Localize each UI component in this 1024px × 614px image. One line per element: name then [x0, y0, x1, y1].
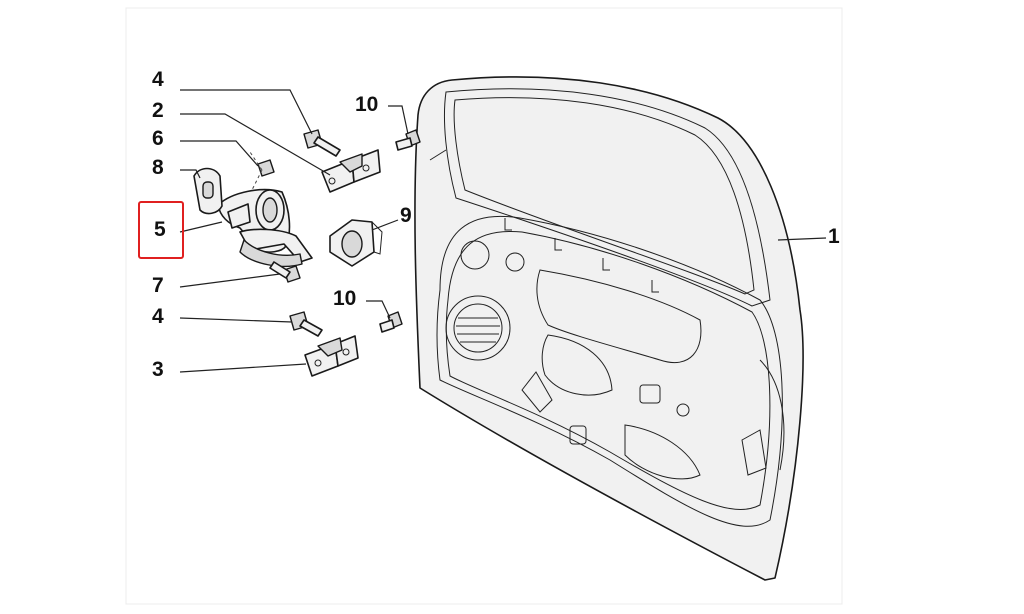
callout-1: 1 [828, 225, 840, 248]
callout-4-lower: 4 [152, 305, 164, 328]
hinge-bolt-upper [303, 129, 341, 157]
callout-7: 7 [152, 274, 164, 297]
callout-4-upper: 4 [152, 68, 164, 91]
hinge-bolt-lower [289, 311, 323, 337]
callout-highlight-box [138, 201, 184, 259]
callout-2: 2 [152, 99, 164, 122]
door-check-assembly [217, 188, 313, 267]
diagram-frame [125, 7, 843, 605]
upper-hinge-bracket [321, 149, 381, 193]
small-bolt-lower [379, 311, 403, 333]
leader-lines [179, 89, 827, 373]
lower-hinge-bracket [304, 335, 359, 377]
callout-10-upper: 10 [355, 93, 378, 116]
callout-9: 9 [400, 204, 412, 227]
door-shell [414, 76, 804, 581]
callout-5: 5 [154, 218, 166, 241]
check-bolt [269, 261, 301, 283]
small-bolt-upper [395, 129, 421, 151]
callout-8: 8 [152, 156, 164, 179]
callout-6: 6 [152, 127, 164, 150]
check-plate [193, 167, 223, 215]
screw-small [249, 151, 275, 191]
check-cap [329, 219, 383, 267]
callout-10-lower: 10 [333, 287, 356, 310]
callout-3: 3 [152, 358, 164, 381]
